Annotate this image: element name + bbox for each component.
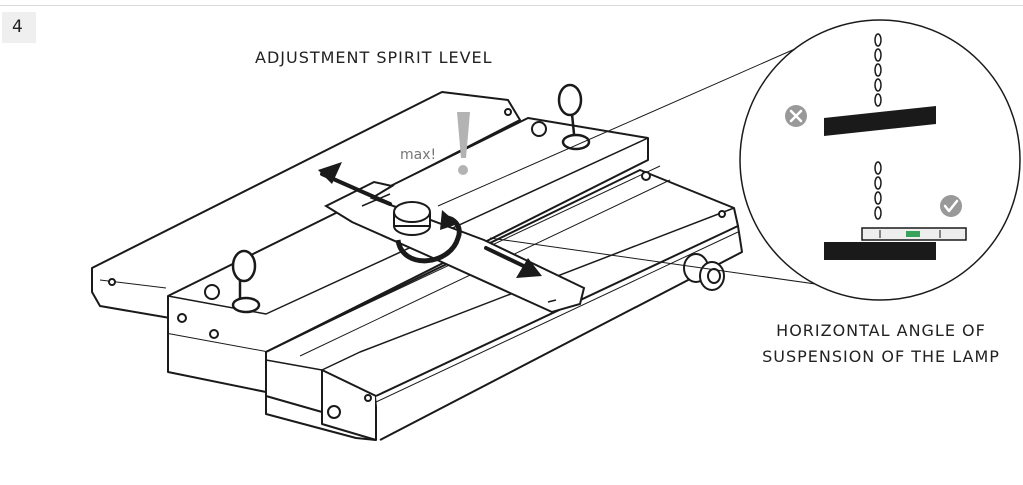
chain-upper xyxy=(874,33,882,107)
diagram-title: ADJUSTMENT SPIRIT LEVEL xyxy=(255,48,493,67)
eye-bolt-left xyxy=(231,249,261,314)
spirit-level xyxy=(861,227,967,241)
caption-line-1: HORIZONTAL ANGLE OF xyxy=(776,321,986,340)
mounting-screws xyxy=(108,108,726,419)
tilted-lamp-bar xyxy=(824,106,936,136)
top-divider xyxy=(0,5,1023,6)
slide-arrow-right-head xyxy=(516,258,542,278)
warning-exclamation-icon xyxy=(457,112,470,175)
adjustment-knob xyxy=(393,201,431,236)
eye-bolt-right xyxy=(557,83,591,151)
slide-arrow-left-head xyxy=(318,162,342,184)
chain-lower xyxy=(874,161,882,220)
zoom-detail xyxy=(739,19,1021,301)
caption-line-2: SUSPENSION OF THE LAMP xyxy=(762,347,1000,366)
check-circle-icon xyxy=(940,195,962,217)
level-lamp-bar xyxy=(824,242,936,260)
rotate-arrow-head xyxy=(440,210,458,230)
max-label: max! xyxy=(400,147,436,163)
step-number: 4 xyxy=(2,12,36,43)
suspension-caption: HORIZONTAL ANGLE OF SUSPENSION OF THE LA… xyxy=(741,318,1021,370)
lamp-housing xyxy=(91,91,743,441)
cross-circle-icon xyxy=(785,105,807,127)
zoom-lines xyxy=(437,29,859,291)
